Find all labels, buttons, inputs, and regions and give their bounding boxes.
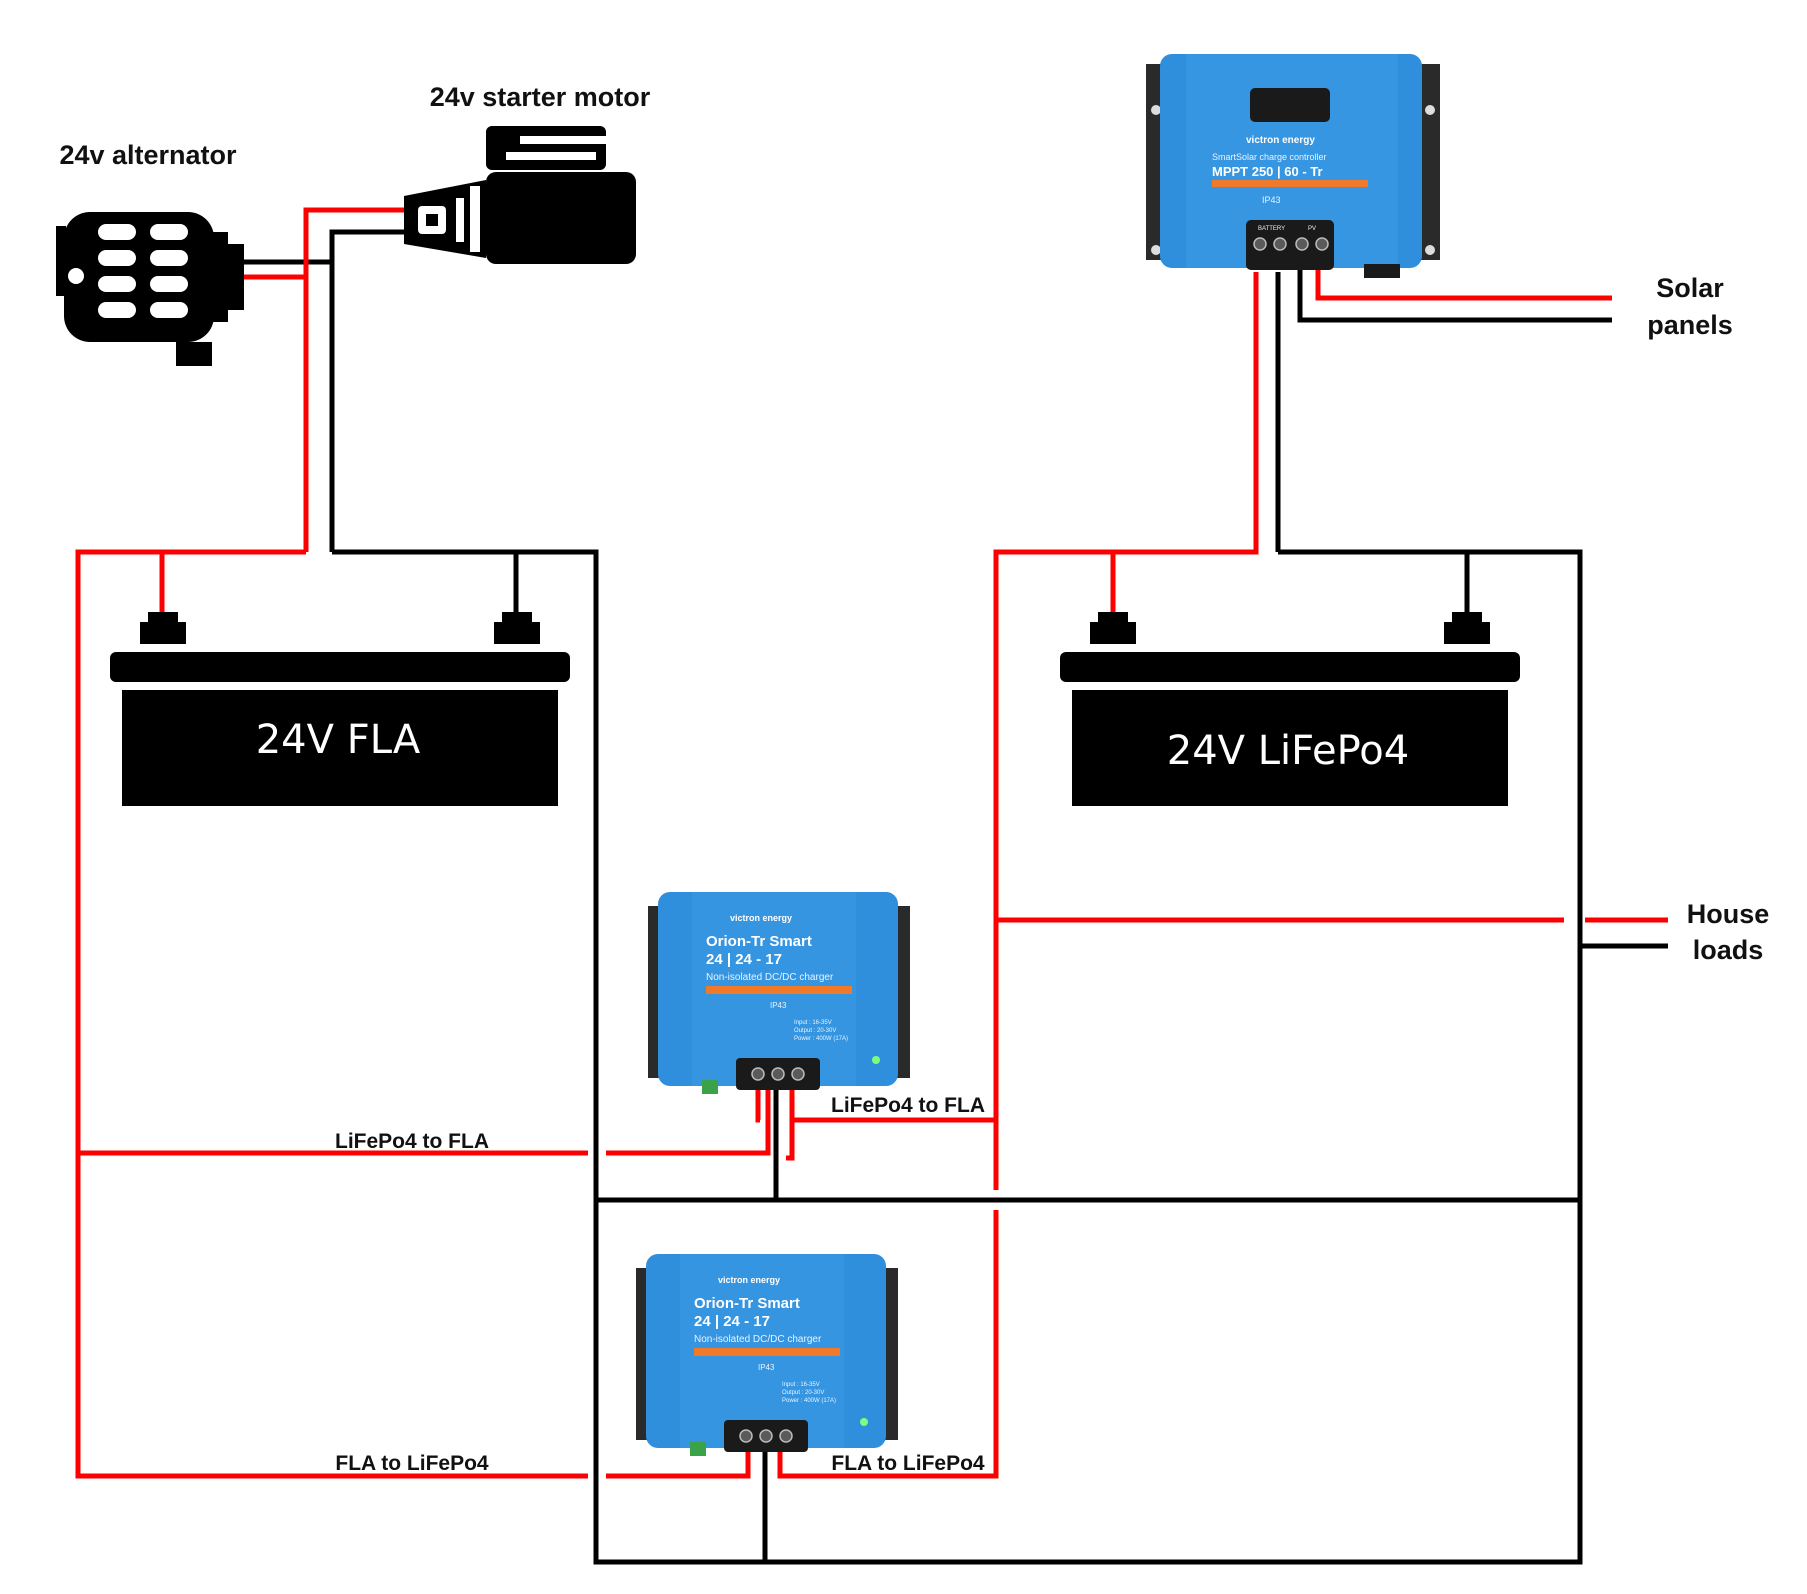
battery-lifepo4-label: 24V LiFePo4	[1167, 728, 1409, 774]
orion1-model: 24 | 24 - 17	[706, 951, 782, 968]
orion1-desc: Non-isolated DC/DC charger	[706, 972, 834, 983]
wire-right-frame-pos	[993, 272, 1259, 1190]
alternator-label: 24v alternator	[59, 140, 237, 170]
orion2-name: Orion-Tr Smart	[694, 1295, 800, 1312]
mppt-term-pv: PV	[1308, 226, 1316, 232]
label-lifepo4-to-fla-left: LiFePo4 to FLA	[335, 1130, 489, 1153]
wire-l2f-orion-in	[606, 1088, 771, 1156]
orion1-spec-output: Output : 20-30V	[794, 1028, 836, 1034]
battery-fla	[110, 612, 570, 806]
wire-f2l-orion-in	[606, 1448, 751, 1479]
mppt-line1: SmartSolar charge controller	[1212, 152, 1327, 162]
wire-left-frame-pos	[75, 549, 588, 1479]
wire-solar-neg	[1297, 270, 1612, 323]
label-lifepo4-to-fla-right: LiFePo4 to FLA	[831, 1094, 985, 1117]
orion2-model: 24 | 24 - 17	[694, 1313, 770, 1330]
wire-starter-neg	[329, 229, 410, 262]
mppt-term-battery: BATTERY	[1258, 226, 1285, 232]
label-fla-to-lifepo4-left: FLA to LiFePo4	[335, 1452, 489, 1475]
orion2-ip: IP43	[758, 1363, 775, 1372]
orion-charger-1: victron energy Orion-Tr Smart 24 | 24 - …	[648, 892, 910, 1094]
orion2-desc: Non-isolated DC/DC charger	[694, 1334, 822, 1345]
solar-label-line1: Solar	[1656, 273, 1724, 303]
mppt-model: MPPT 250 | 60 - Tr	[1212, 164, 1323, 179]
battery-lifepo4	[1060, 612, 1520, 806]
mppt-ip: IP43	[1262, 195, 1281, 205]
wire-starter-pos	[303, 207, 410, 277]
orion1-spec-input: Input : 16-35V	[794, 1020, 832, 1026]
starter-label: 24v starter motor	[430, 82, 651, 112]
orion2-spec-input: Input : 16-35V	[782, 1382, 820, 1388]
solar-label-line2: panels	[1647, 310, 1733, 340]
wire-l2f-orion-out2	[786, 1088, 795, 1161]
orion1-spec-power: Power : 400W (17A)	[794, 1036, 848, 1042]
mppt-controller: victron energy SmartSolar charge control…	[1146, 54, 1440, 278]
positive-wires	[75, 207, 1668, 1479]
orion1-brand: victron energy	[730, 913, 792, 923]
label-fla-to-lifepo4-right: FLA to LiFePo4	[831, 1452, 985, 1475]
orion2-spec-output: Output : 20-30V	[782, 1390, 824, 1396]
orion1-name: Orion-Tr Smart	[706, 933, 812, 950]
house-label-line1: House	[1687, 899, 1770, 929]
starter-motor-icon	[404, 126, 636, 264]
house-label-line2: loads	[1693, 935, 1764, 965]
wire-l2f-orion-out1	[755, 1088, 761, 1123]
wire-solar-pos	[1315, 270, 1612, 301]
orion2-brand: victron energy	[718, 1275, 780, 1285]
wire-right-frame-pos-low	[777, 1210, 999, 1479]
orion1-ip: IP43	[770, 1001, 787, 1010]
wire-left-frame-neg	[332, 549, 1583, 1565]
orion2-spec-power: Power : 400W (17A)	[782, 1398, 836, 1404]
mppt-brand: victron energy	[1246, 135, 1315, 146]
negative-wires	[244, 229, 1668, 1565]
orion-charger-2: victron energy Orion-Tr Smart 24 | 24 - …	[636, 1254, 898, 1456]
battery-fla-label: 24V FLA	[256, 717, 421, 763]
alternator-icon	[56, 212, 244, 366]
